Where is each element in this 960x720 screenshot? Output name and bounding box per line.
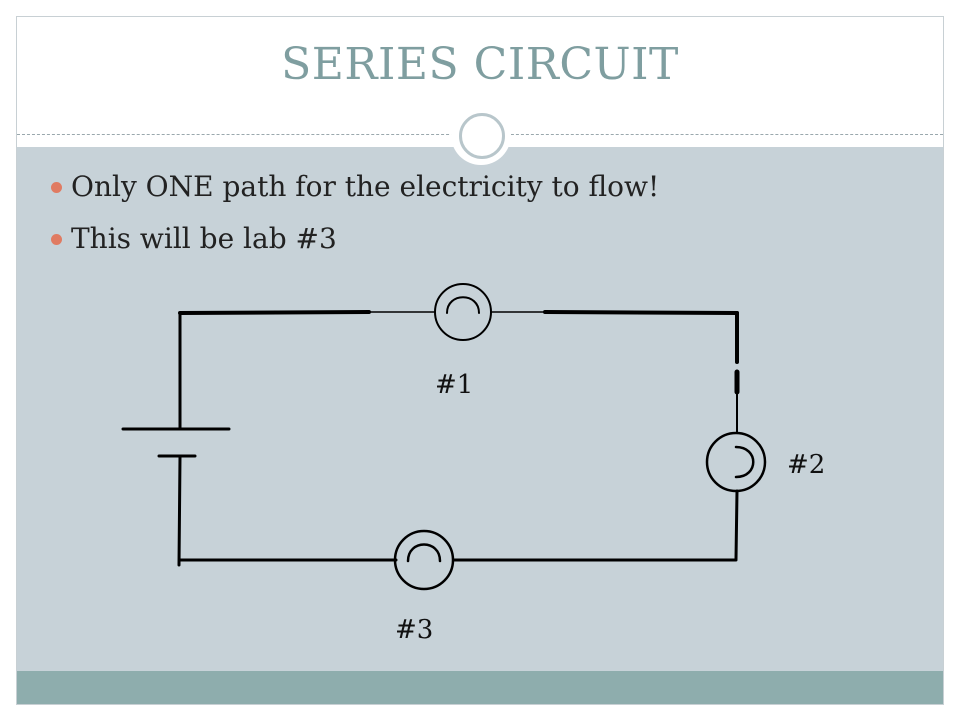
bullet-text: Only ONE path for the electricity to flo… xyxy=(71,170,660,203)
bulb-3-filament xyxy=(406,543,442,563)
bulb-2-icon xyxy=(705,431,767,493)
slide: SERIES CIRCUIT Only ONE path for the ele… xyxy=(16,16,944,705)
bullet-marker-icon xyxy=(51,234,62,245)
bulb-1-icon xyxy=(434,283,492,341)
bullet-marker-icon xyxy=(51,182,62,193)
bulb-3-icon xyxy=(393,529,455,591)
bullet-list: Only ONE path for the electricity to flo… xyxy=(47,167,659,271)
circuit-wire xyxy=(177,455,182,567)
content-area xyxy=(17,147,943,671)
bulb-2-filament xyxy=(734,445,755,479)
bullet-item: Only ONE path for the electricity to flo… xyxy=(47,167,659,219)
circuit-wire xyxy=(734,489,739,561)
series-circuit-diagram: #1 #2 #3 xyxy=(121,283,825,645)
bulb-2-label: #2 xyxy=(787,450,825,480)
circuit-wire xyxy=(543,310,739,315)
bulb-1-label: #1 xyxy=(435,370,473,400)
bulb-1-filament xyxy=(446,296,480,314)
slide-title: SERIES CIRCUIT xyxy=(281,39,679,90)
circuit-wire xyxy=(178,310,371,315)
bullet-item: This will be lab #3 xyxy=(47,219,659,271)
bulb-3-label: #3 xyxy=(395,615,433,645)
circle-ornament-icon xyxy=(451,105,511,165)
bullet-text: This will be lab #3 xyxy=(71,222,337,255)
footer-bar xyxy=(17,671,943,704)
